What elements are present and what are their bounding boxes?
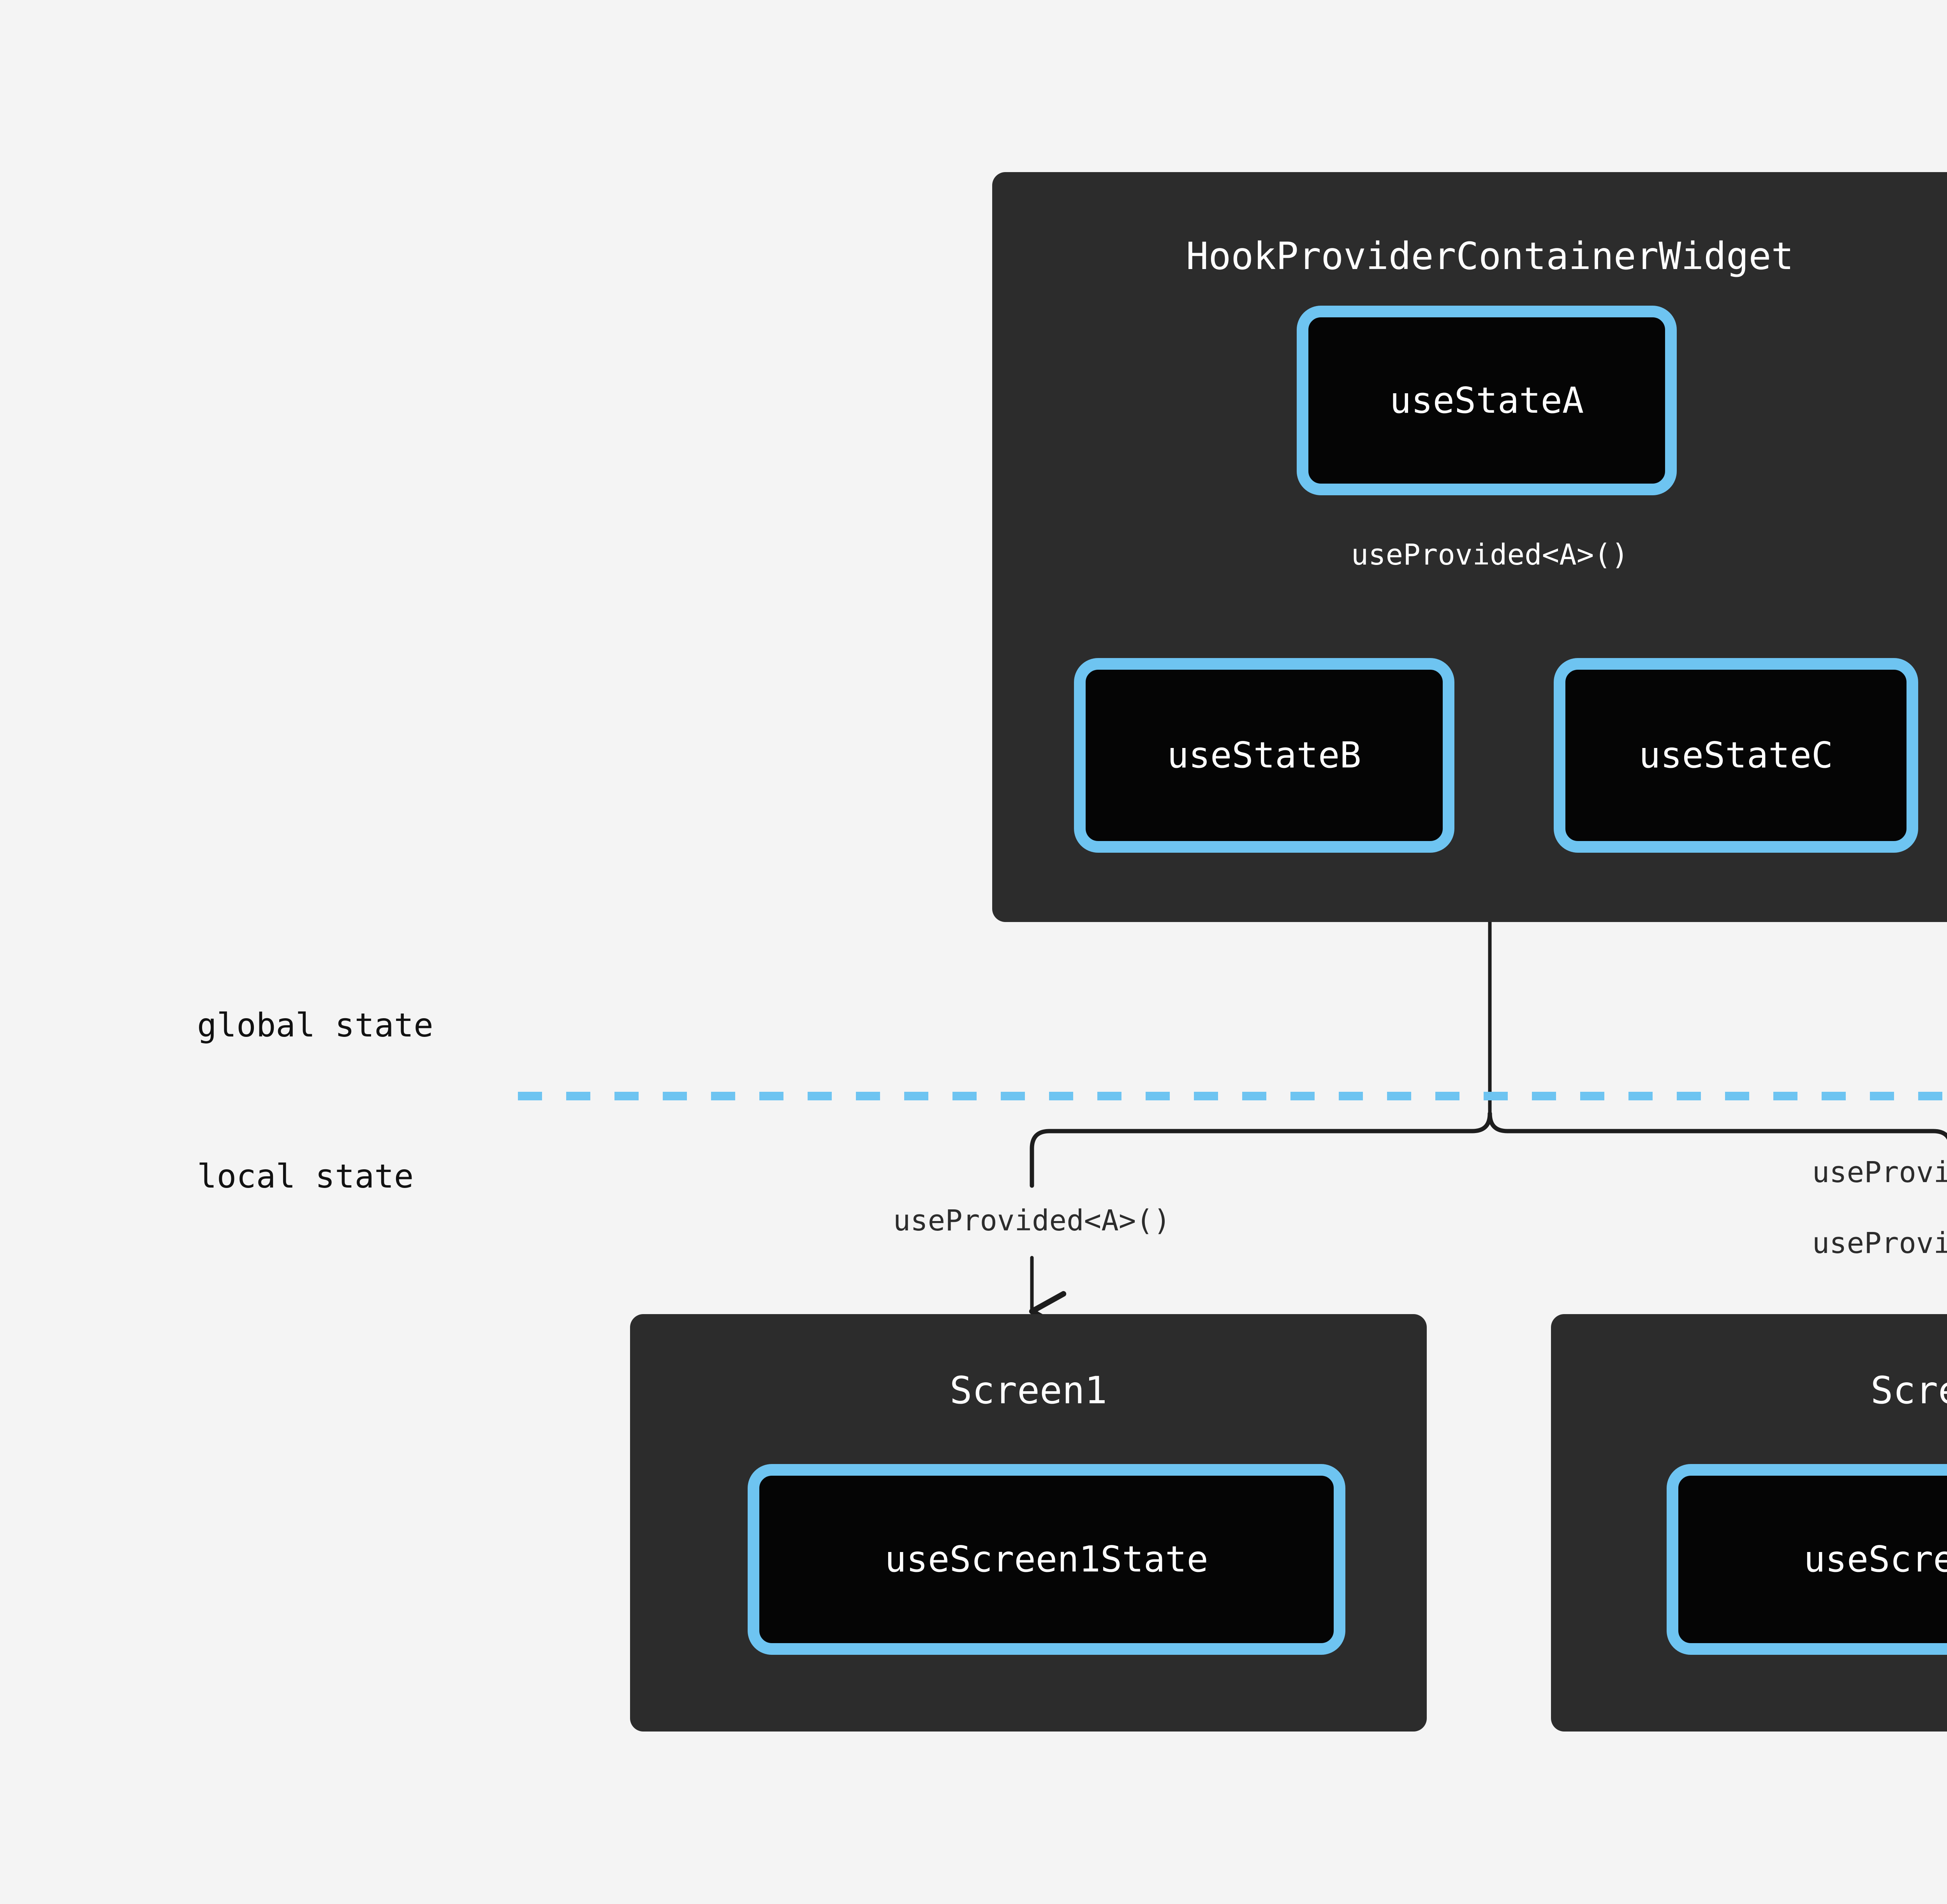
hook-use-state-b[interactable]: useStateB [1074, 658, 1454, 853]
edge-label-use-provided-a-internal: useProvided<A>() [1351, 538, 1629, 572]
hook-use-screen2-state[interactable]: useScreen2State [1667, 1464, 1947, 1655]
screen2-title: Screen2 [1870, 1369, 1947, 1412]
edge-label-screen1-use-provided-a: useProvided<A>() [893, 1204, 1171, 1237]
screen1-title: Screen1 [949, 1369, 1107, 1412]
hook-use-state-c-label: useStateC [1639, 734, 1833, 776]
hook-use-screen2-state-label: useScreen2State [1804, 1538, 1947, 1580]
hook-use-state-a[interactable]: useStateA [1297, 306, 1677, 495]
global-state-caption: global state [197, 1006, 433, 1044]
hook-use-state-a-label: useStateA [1389, 379, 1584, 421]
container-title: HookProviderContainerWidget [1186, 234, 1794, 278]
edge-label-screen2-use-provided-c: useProvided<C>() [1812, 1156, 1947, 1189]
hook-use-state-c[interactable]: useStateC [1554, 658, 1918, 853]
hook-use-screen1-state-label: useScreen1State [885, 1538, 1208, 1580]
hook-use-state-b-label: useStateB [1167, 734, 1361, 776]
hook-use-screen1-state[interactable]: useScreen1State [748, 1464, 1345, 1655]
edge-label-screen2-use-provided-b: useProvided<B>() [1812, 1227, 1947, 1260]
local-state-caption: local state [197, 1157, 414, 1195]
